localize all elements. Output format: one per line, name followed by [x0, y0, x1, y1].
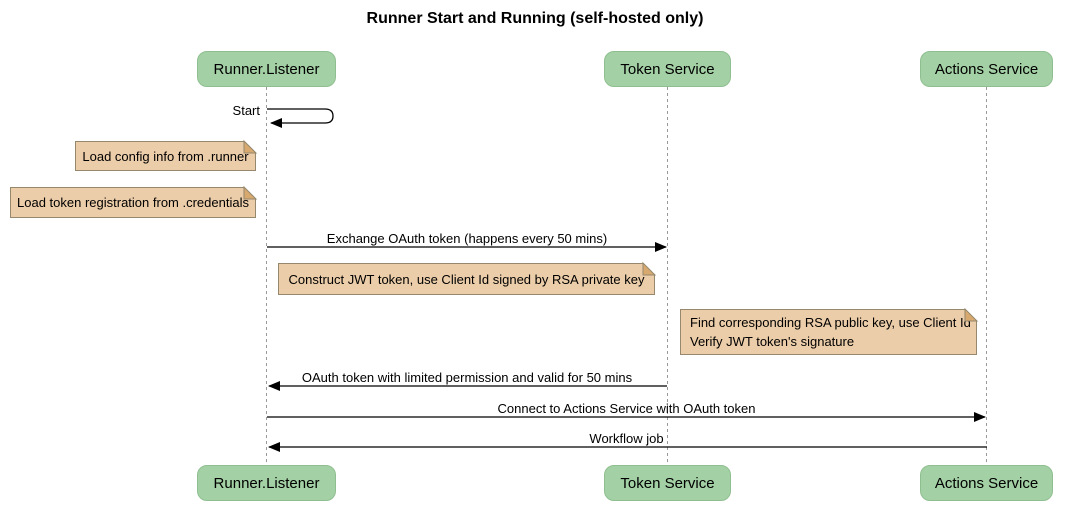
message-label-workflow-job: Workflow job — [589, 431, 664, 446]
message-label-connect-actions-service: Connect to Actions Service with OAuth to… — [497, 401, 756, 416]
participant-runner-listener-top: Runner.Listener — [197, 51, 336, 87]
message-label-exchange-oauth-token: Exchange OAuth token (happens every 50 m… — [326, 231, 608, 246]
note-text-line-2: Verify JWT token's signature — [690, 334, 855, 349]
note-text: Load token registration from .credential… — [17, 195, 249, 210]
note-verify-jwt-signature: Find corresponding RSA public key, use C… — [680, 309, 977, 355]
message-label-start: Start — [232, 103, 260, 118]
message-label-oauth-token-returned: OAuth token with limited permission and … — [301, 370, 633, 385]
participant-runner-listener-bottom: Runner.Listener — [197, 465, 336, 501]
participant-actions-service-bottom: Actions Service — [920, 465, 1053, 501]
participant-label: Runner.Listener — [213, 474, 320, 492]
note-text-line-1: Find corresponding RSA public key, use C… — [690, 315, 971, 330]
participant-token-service-top: Token Service — [604, 51, 731, 87]
participant-label: Token Service — [620, 474, 715, 492]
self-message-loop-start — [267, 108, 334, 128]
participant-label: Actions Service — [934, 474, 1039, 492]
diagram-title: Runner Start and Running (self-hosted on… — [366, 10, 704, 27]
note-load-token-registration: Load token registration from .credential… — [10, 187, 256, 218]
participant-actions-service-top: Actions Service — [920, 51, 1053, 87]
note-text: Construct JWT token, use Client Id signe… — [288, 271, 645, 287]
note-load-config-info: Load config info from .runner — [75, 141, 256, 171]
participant-token-service-bottom: Token Service — [604, 465, 731, 501]
note-construct-jwt-token: Construct JWT token, use Client Id signe… — [278, 263, 655, 295]
participant-label: Actions Service — [934, 60, 1039, 78]
participant-label: Runner.Listener — [213, 60, 320, 78]
note-text: Load config info from .runner — [82, 148, 249, 164]
participant-label: Token Service — [620, 60, 715, 78]
